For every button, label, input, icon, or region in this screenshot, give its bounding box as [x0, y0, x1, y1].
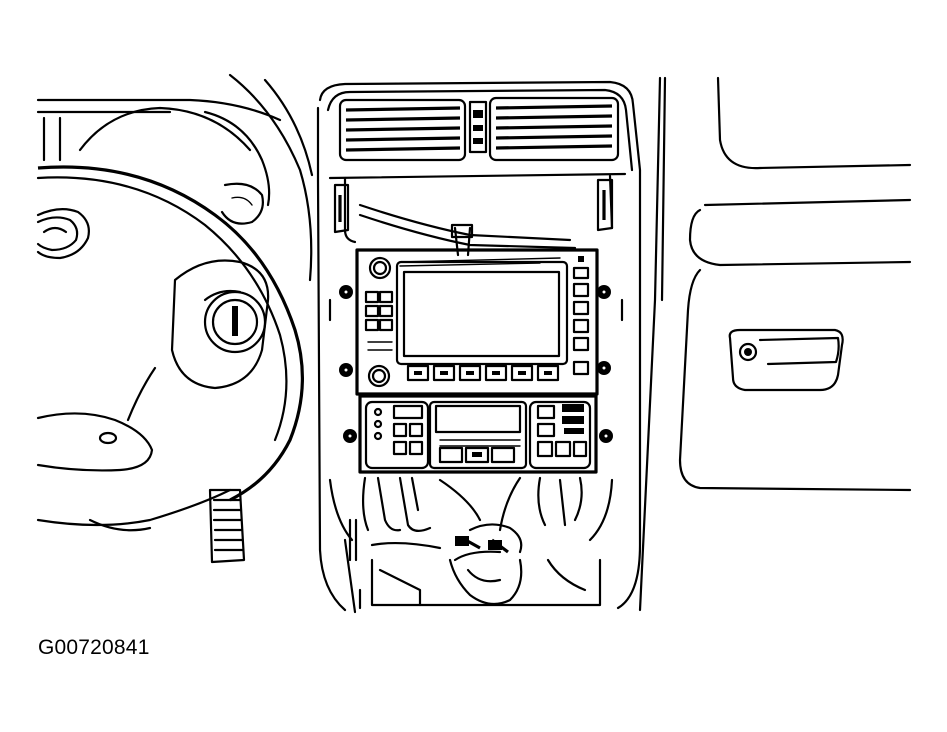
steering-wheel-icon [38, 75, 312, 562]
center-console-frame [318, 82, 640, 610]
hazard-switch [470, 102, 486, 152]
figure-id-label: G00720841 [38, 636, 150, 659]
instrument-cluster [38, 100, 280, 224]
nav-bottom-buttons [408, 366, 558, 380]
mounting-screw-icon [339, 285, 613, 443]
nav-side-buttons-right [574, 256, 588, 374]
side-trim-vents [335, 180, 612, 232]
wire-harness-top [360, 205, 575, 255]
gear-shifter-icon [345, 540, 600, 612]
air-vent-right [490, 98, 618, 160]
glove-box-handle [730, 330, 843, 390]
climate-control-icon [360, 396, 596, 472]
air-vent-left [340, 100, 465, 160]
nav-side-buttons-left [366, 292, 392, 350]
passenger-dash [640, 78, 910, 610]
audio-navigation-unit [357, 250, 597, 394]
ignition-key-icon [205, 291, 265, 352]
wire-harness-bottom [350, 478, 582, 560]
